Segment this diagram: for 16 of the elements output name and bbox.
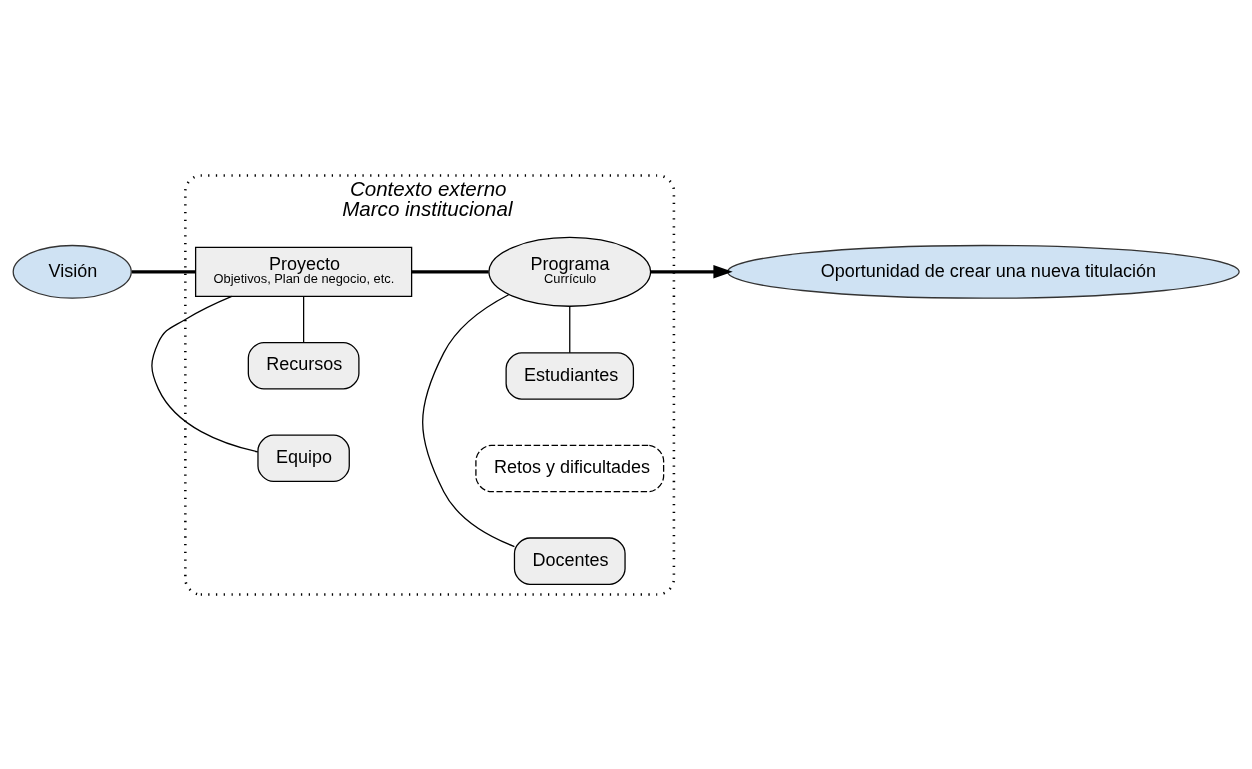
node-box: Proyecto Objetivos, Plan de negocio, etc. xyxy=(194,246,413,297)
node-ellipse: Oportunidad de crear una nueva titulación xyxy=(727,244,1240,299)
node-box: Equipo xyxy=(257,434,350,482)
connector xyxy=(131,269,196,273)
connector xyxy=(422,293,516,547)
node-box: Retos y dificultades xyxy=(475,444,665,492)
connector xyxy=(569,305,571,353)
node-box: Recursos xyxy=(247,341,360,389)
connector xyxy=(151,295,259,452)
node-box: Docentes xyxy=(513,536,626,585)
node-box: Estudiantes xyxy=(505,351,635,400)
arrow xyxy=(650,264,733,279)
node-ellipse: Programa Currículo xyxy=(488,236,652,307)
node-ellipse: Visión xyxy=(12,244,132,299)
connector xyxy=(302,295,305,343)
connector xyxy=(411,269,489,273)
